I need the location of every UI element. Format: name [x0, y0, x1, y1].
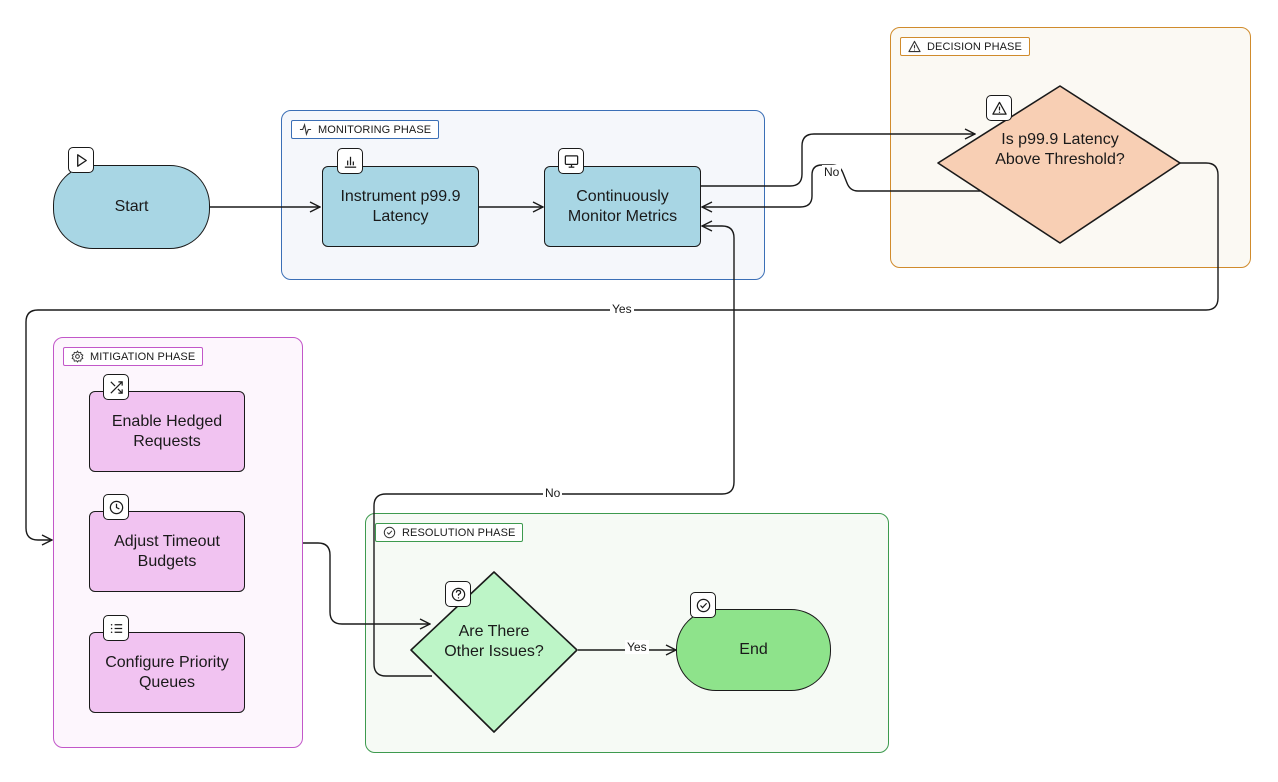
timeout-node[interactable]: Adjust Timeout Budgets	[89, 511, 245, 592]
mitigation-phase-title: MITIGATION PHASE	[90, 350, 196, 363]
play-icon	[76, 153, 87, 167]
start-node[interactable]: Start	[53, 165, 210, 249]
monitor-label: Continuously Monitor Metrics	[567, 187, 678, 225]
start-label: Start	[114, 198, 149, 215]
shuffle-icon	[109, 380, 123, 394]
decision-badge	[986, 95, 1012, 121]
edge-timeout-issues	[303, 542, 430, 624]
timeout-label: Adjust Timeout Budgets	[114, 532, 220, 570]
queues-label: Configure Priority Queues	[105, 653, 229, 691]
list-icon	[110, 623, 122, 633]
monitor-icon	[564, 154, 578, 168]
issues-diamond	[410, 571, 578, 733]
hedged-node[interactable]: Enable Hedged Requests	[89, 391, 245, 472]
resolution-phase-label: RESOLUTION PHASE	[375, 523, 524, 542]
question-icon	[451, 587, 465, 601]
instrument-node[interactable]: Instrument p99.9 Latency	[322, 166, 479, 247]
edge-label-yes-1: Yes	[610, 302, 634, 316]
monitoring-phase-title: MONITORING PHASE	[318, 123, 432, 136]
check-circle-icon	[383, 526, 396, 539]
warning-icon	[991, 101, 1007, 115]
end-node[interactable]: End	[676, 609, 831, 691]
edge-monitor-decision	[700, 134, 975, 187]
queues-node[interactable]: Configure Priority Queues	[89, 632, 245, 713]
monitor-badge	[558, 148, 584, 174]
end-label: End	[739, 641, 768, 658]
issues-node[interactable]: Are There Other Issues?	[444, 622, 544, 662]
bar-chart-icon	[344, 156, 356, 168]
end-badge	[690, 592, 716, 618]
decision-phase-title: DECISION PHASE	[927, 40, 1022, 53]
timeout-badge	[103, 494, 129, 520]
monitor-node[interactable]: Continuously Monitor Metrics	[544, 166, 701, 247]
instrument-badge	[337, 148, 363, 174]
gear-icon	[71, 350, 84, 363]
clock-icon	[109, 500, 123, 514]
decision-phase-label: DECISION PHASE	[900, 37, 1030, 56]
queues-badge	[103, 615, 129, 641]
decision-label: Is p99.9 Latency Above Threshold?	[995, 131, 1125, 168]
edge-label-no-2: No	[543, 486, 563, 500]
decision-node[interactable]: Is p99.9 Latency Above Threshold?	[980, 130, 1140, 170]
hedged-badge	[103, 374, 129, 400]
issues-label: Are There Other Issues?	[444, 623, 544, 660]
activity-icon	[299, 123, 312, 136]
decision-diamond	[937, 85, 1181, 244]
monitoring-phase-label: MONITORING PHASE	[291, 120, 440, 139]
instrument-label: Instrument p99.9 Latency	[340, 187, 461, 225]
edge-label-no-1: No	[822, 165, 842, 179]
edge-issues-no-monitor	[373, 226, 735, 677]
resolution-phase-title: RESOLUTION PHASE	[402, 526, 516, 539]
hedged-label: Enable Hedged Requests	[111, 412, 223, 450]
start-badge	[68, 147, 94, 173]
warning-icon	[908, 40, 921, 53]
issues-badge	[445, 581, 471, 607]
edge-label-yes-2: Yes	[625, 640, 649, 654]
check-circle-icon	[696, 598, 710, 612]
mitigation-phase-label: MITIGATION PHASE	[63, 347, 204, 366]
